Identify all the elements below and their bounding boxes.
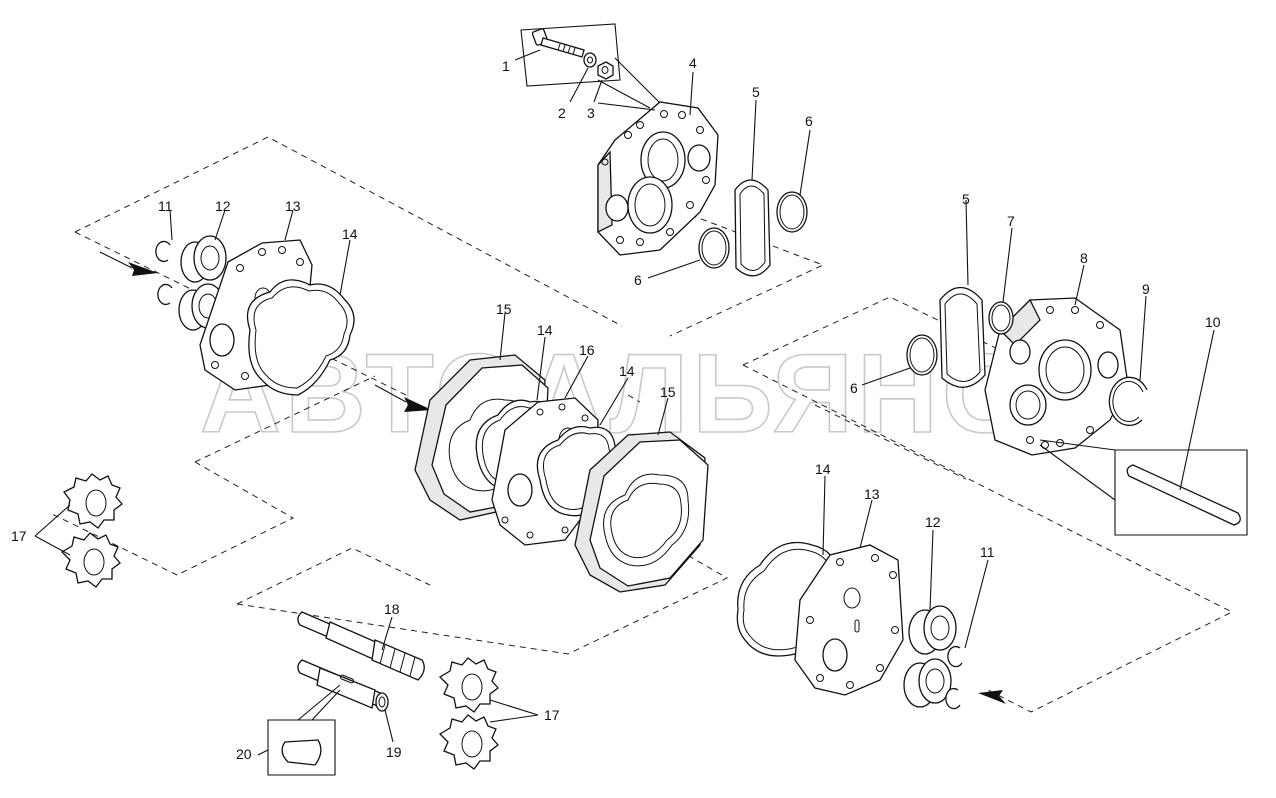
bolt-callout-box xyxy=(520,23,661,109)
bearings-right xyxy=(903,605,957,708)
callout-4: 4 xyxy=(689,55,697,71)
snap-rings-right xyxy=(945,645,963,710)
callout-17: 17 xyxy=(544,707,560,723)
oval-seal-right xyxy=(939,286,986,388)
front-cover xyxy=(597,101,719,256)
callout-15: 15 xyxy=(496,301,512,317)
gear-housing-right xyxy=(574,431,709,593)
callout-6: 6 xyxy=(634,272,642,288)
driven-shaft xyxy=(297,659,389,712)
leader-lines xyxy=(34,49,1215,756)
gear-left-upper xyxy=(63,473,123,529)
bolt xyxy=(531,28,585,58)
callout-5: 5 xyxy=(962,191,970,207)
callout-7: 7 xyxy=(1007,213,1015,229)
gear-left-lower xyxy=(60,532,121,588)
drive-shaft xyxy=(297,611,425,681)
callout-9: 9 xyxy=(1142,281,1150,297)
callout-12: 12 xyxy=(925,514,941,530)
callout-13: 13 xyxy=(864,486,880,502)
callout-6: 6 xyxy=(805,113,813,129)
woodruff-key xyxy=(281,739,322,766)
callout-14: 14 xyxy=(815,461,831,477)
callout-12: 12 xyxy=(215,198,231,214)
callout-20: 20 xyxy=(236,746,252,762)
callout-3: 3 xyxy=(587,105,595,121)
gear-right-upper xyxy=(438,657,499,713)
callout-18: 18 xyxy=(384,601,400,617)
o-ring-right-7 xyxy=(988,301,1014,335)
rear-cover xyxy=(984,297,1129,456)
callout-14: 14 xyxy=(342,226,358,242)
callout-6: 6 xyxy=(850,380,858,396)
callout-16: 16 xyxy=(579,342,595,358)
snap-rings-left xyxy=(155,240,173,306)
callout-17: 17 xyxy=(11,528,27,544)
dowel-pin xyxy=(1126,464,1241,526)
callout-10: 10 xyxy=(1205,314,1221,330)
o-ring-top-left xyxy=(698,227,730,269)
gear-right-lower xyxy=(438,714,499,770)
callout-5: 5 xyxy=(752,84,760,100)
callout-14: 14 xyxy=(619,363,635,379)
callout-1: 1 xyxy=(502,58,510,74)
pin-callout-box xyxy=(1039,439,1248,536)
callout-14: 14 xyxy=(537,322,553,338)
callout-13: 13 xyxy=(285,198,301,214)
bearing-plate-right xyxy=(794,544,904,696)
dowel-pin-small xyxy=(627,394,641,403)
callout-labels: 1 2 3 4 5 6 6 5 7 8 9 10 6 11 12 13 14 1… xyxy=(11,55,1221,762)
oval-seal-top xyxy=(734,179,771,277)
retaining-ring-9 xyxy=(1108,376,1148,427)
key-callout-box xyxy=(267,684,341,776)
gasket-left xyxy=(246,279,355,396)
nut xyxy=(597,61,614,80)
o-ring-right-6 xyxy=(906,334,938,376)
assembly-outlines xyxy=(51,136,1234,713)
callout-19: 19 xyxy=(386,744,402,760)
callout-15: 15 xyxy=(660,384,676,400)
callout-2: 2 xyxy=(558,105,566,121)
callout-8: 8 xyxy=(1080,250,1088,266)
callout-11: 11 xyxy=(158,198,173,214)
o-ring-top-right xyxy=(776,191,808,233)
washer xyxy=(583,52,597,68)
callout-11: 11 xyxy=(980,544,995,560)
